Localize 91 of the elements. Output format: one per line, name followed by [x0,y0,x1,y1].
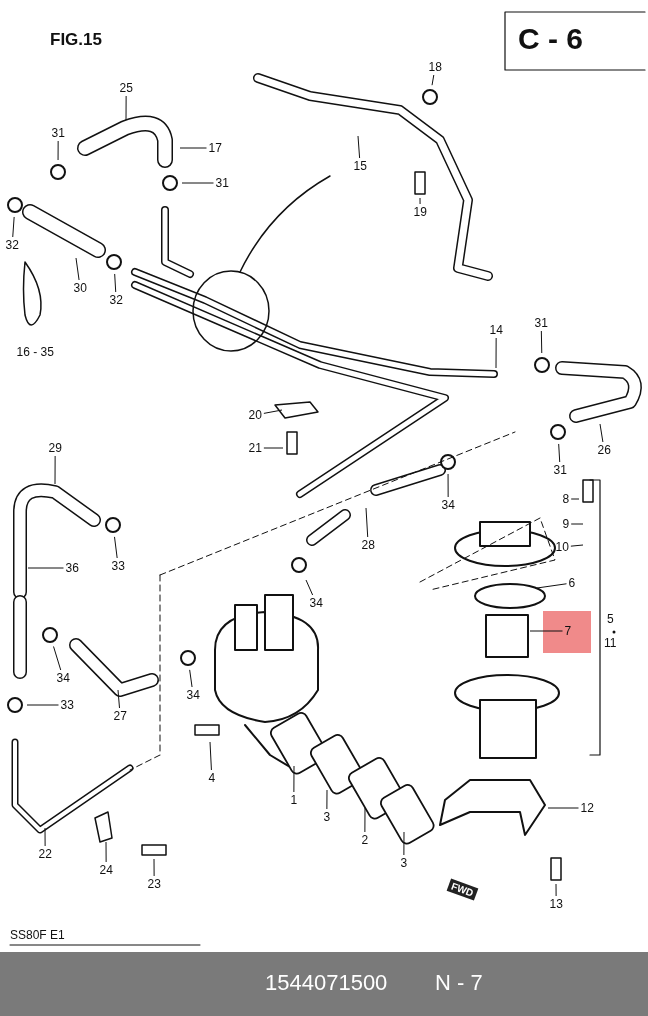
callout-number: 29 [47,441,63,455]
callout-number: 14 [488,323,504,337]
callout-number: 32 [108,293,124,307]
callout-number: 10 [554,540,570,554]
leader-line [447,473,449,498]
leader-line [547,807,579,809]
callout-number: 25 [118,81,134,95]
leader-line [558,443,561,463]
callout-number: 1 [289,793,299,807]
leader-line [54,455,56,485]
page-code-label: C - 6 [518,22,583,56]
leader-line [57,140,59,161]
leader-line [117,689,120,709]
callout-number: 31 [552,463,568,477]
leader-line [364,807,366,833]
callout-number: 30 [72,281,88,295]
leader-line [114,273,117,293]
leader-line [570,498,580,500]
group-number: 5 [607,612,614,626]
callout-number: 34 [440,498,456,512]
callout-number: 2 [360,833,370,847]
leader-line [263,447,284,449]
leader-line [305,579,314,596]
callout-number: 27 [112,709,128,723]
leader-line [153,858,155,877]
direction-marker: FWD [446,878,479,901]
callout-number: 6 [567,576,577,590]
leader-line [44,827,46,847]
leader-line [570,523,584,525]
leader-line [419,197,421,205]
callout-number: 19 [412,205,428,219]
leader-line [179,147,207,149]
callout-number: 4 [207,771,217,785]
leader-line [326,789,328,810]
callout-number: 33 [59,698,75,712]
leader-line [105,841,107,863]
leader-line [125,95,127,121]
leader-line [53,645,62,671]
callout-number: 9 [561,517,571,531]
callout-number: 23 [146,877,162,891]
leader-line [263,409,283,414]
leader-line [12,216,15,238]
callout-number: 31 [50,126,66,140]
callout-number: 16 - 35 [15,345,55,359]
callout-number: 34 [185,688,201,702]
callout-number: 32 [4,238,20,252]
callout-number: 18 [427,60,443,74]
callout-number: 22 [37,847,53,861]
callout-number: 7 [563,624,573,638]
callout-number: 3 [399,856,409,870]
leader-line [189,669,193,688]
callout-number: 31 [533,316,549,330]
callout-number: 33 [110,559,126,573]
leader-line [114,536,118,559]
leader-line [357,135,361,159]
group-number: 11 [604,636,617,650]
callout-number: 24 [98,863,114,877]
callout-number: 12 [579,801,595,815]
leader-line [181,182,214,184]
callout-number: 28 [360,538,376,552]
leader-line [431,74,435,86]
leader-line [293,765,295,793]
callout-number: 26 [596,443,612,457]
leader-line [403,831,405,856]
leader-line [529,630,563,632]
callout-number: 15 [352,159,368,173]
leader-line [27,567,64,569]
callout-number: 20 [247,408,263,422]
part-number: 1544071500 [265,970,388,996]
callout-number: 17 [207,141,223,155]
leader-line [540,330,543,354]
page-reference: N - 7 [435,970,483,996]
leader-line [26,704,59,706]
callout-number: 3 [322,810,332,824]
leader-line [495,337,497,369]
callout-number: 21 [247,441,263,455]
callout-number: 34 [308,596,324,610]
leader-line [599,423,604,443]
leader-line [536,583,567,589]
callout-number: 31 [214,176,230,190]
drawing-code: SS80F E1 [10,928,65,942]
leader-line [555,883,557,897]
leader-line [209,741,212,771]
leader-line [365,507,369,538]
callout-number: 13 [548,897,564,911]
callout-number: 36 [64,561,80,575]
leader-line [570,544,584,547]
figure-title: FIG.15 [50,30,102,50]
callout-number: 8 [561,492,571,506]
leader-line [75,257,80,281]
callout-number: 34 [55,671,71,685]
